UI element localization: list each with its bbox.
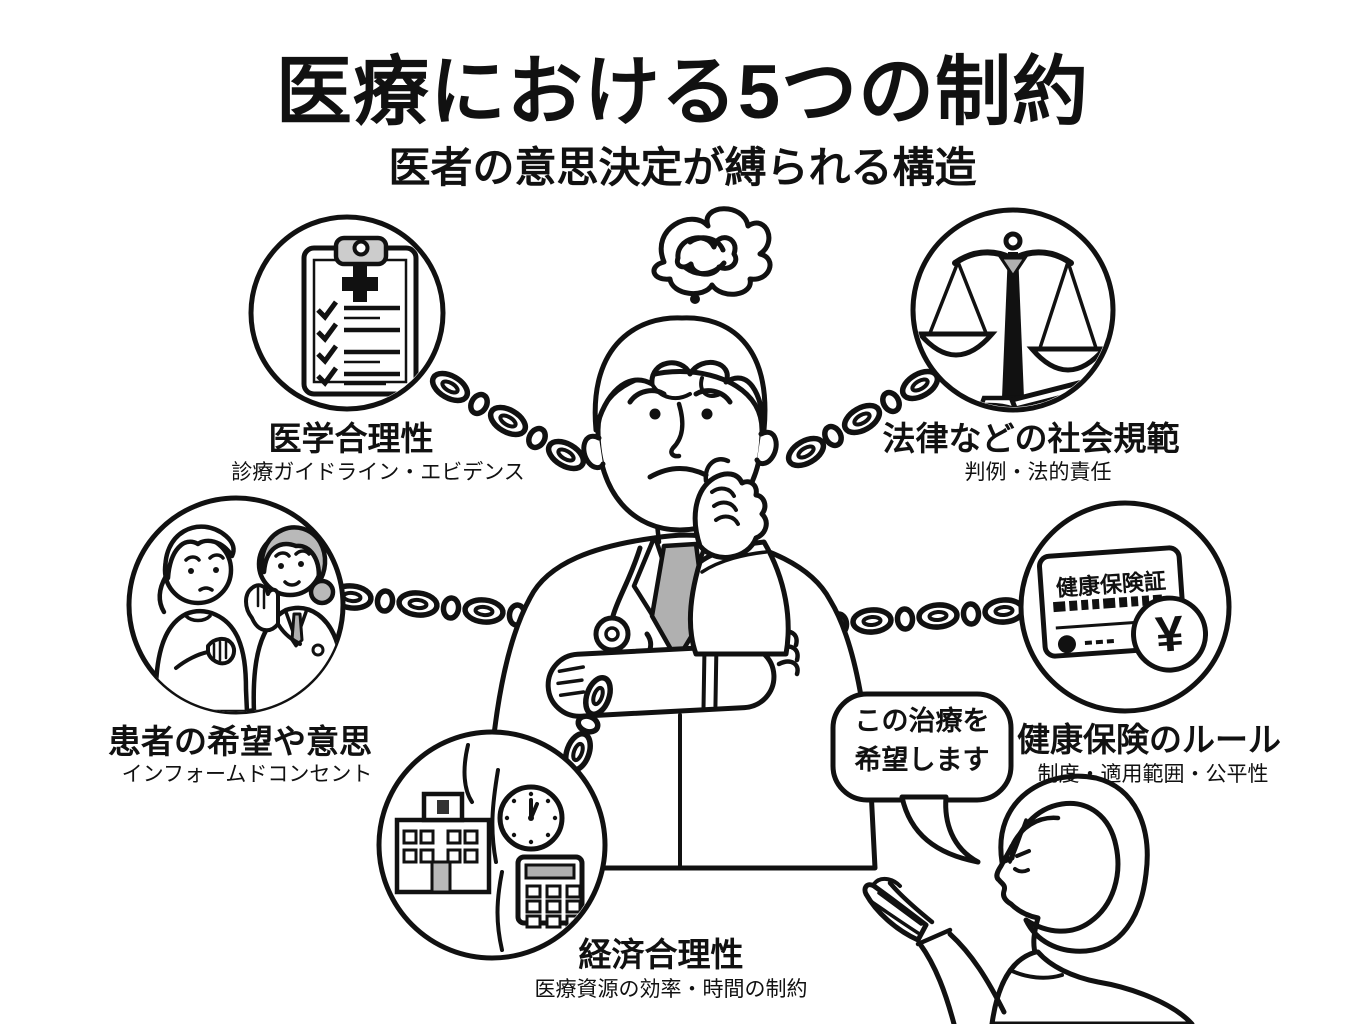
- patient-consultation-icon: [153, 524, 343, 712]
- yen-symbol: ¥: [1154, 605, 1186, 663]
- constraint-label-social-norms: 法律などの社会規範: [882, 420, 1180, 457]
- doctor-figure: [482, 206, 878, 871]
- constraint-circle-insurance-rules: 健康保険証 ¥: [1018, 500, 1232, 714]
- hospital-icon: [394, 791, 492, 895]
- speech-bubble-line1: この治療を: [854, 706, 990, 736]
- patient-body: [989, 949, 1195, 1024]
- constraint-label-economic-rationality: 経済合理性: [578, 936, 744, 973]
- constraint-circle-medical-rationality: [248, 214, 446, 412]
- page-subtitle: 医者の意思決定が縛られる構造: [388, 144, 977, 191]
- clock-icon: [497, 784, 565, 852]
- speech-bubble-line2: 希望します: [854, 745, 990, 775]
- constraint-sublabel-medical-rationality: 診療ガイドライン・エビデンス: [231, 461, 525, 484]
- constraint-circle-social-norms: [910, 207, 1116, 413]
- doctor-head: [581, 315, 779, 533]
- pleading-hands: [862, 877, 935, 943]
- hospital-clock-calculator-icon: [394, 743, 585, 952]
- speech-bubble: [830, 691, 1014, 865]
- constraint-sublabel-patient-wishes: インフォームドコンセント: [121, 763, 373, 786]
- constraint-sublabel-social-norms: 判例・法的責任: [964, 461, 1112, 484]
- clipboard-checklist-icon: [301, 235, 419, 397]
- insurance-card-icon: 健康保険証 ¥: [1036, 545, 1209, 673]
- speech-bubble-text: この治療を 希望します: [837, 702, 1007, 780]
- hand-on-chin: [692, 457, 769, 560]
- patient-hair: [998, 773, 1150, 954]
- raised-arm: [687, 539, 791, 657]
- constraint-sublabel-insurance-rules: 制度・適用範囲・公平性: [1037, 763, 1269, 786]
- constraint-label-patient-wishes: 患者の希望や意思: [108, 723, 372, 760]
- constraint-label-medical-rationality: 医学合理性: [268, 420, 434, 457]
- constraint-sublabel-economic-rationality: 医療資源の効率・時間の制約: [534, 978, 808, 1001]
- constraint-circle-patient-wishes: [126, 495, 346, 715]
- constraint-circle-economic-rationality: [376, 729, 608, 961]
- yen-icon: [1131, 595, 1209, 673]
- page-title: 医療における5つの制約: [275, 50, 1090, 135]
- calculator-icon: [515, 854, 585, 929]
- woman-patient-figure: [862, 773, 1195, 1024]
- confusion-scribble-icon: [651, 206, 773, 304]
- constraint-label-insurance-rules: 健康保険のルール: [1017, 721, 1281, 758]
